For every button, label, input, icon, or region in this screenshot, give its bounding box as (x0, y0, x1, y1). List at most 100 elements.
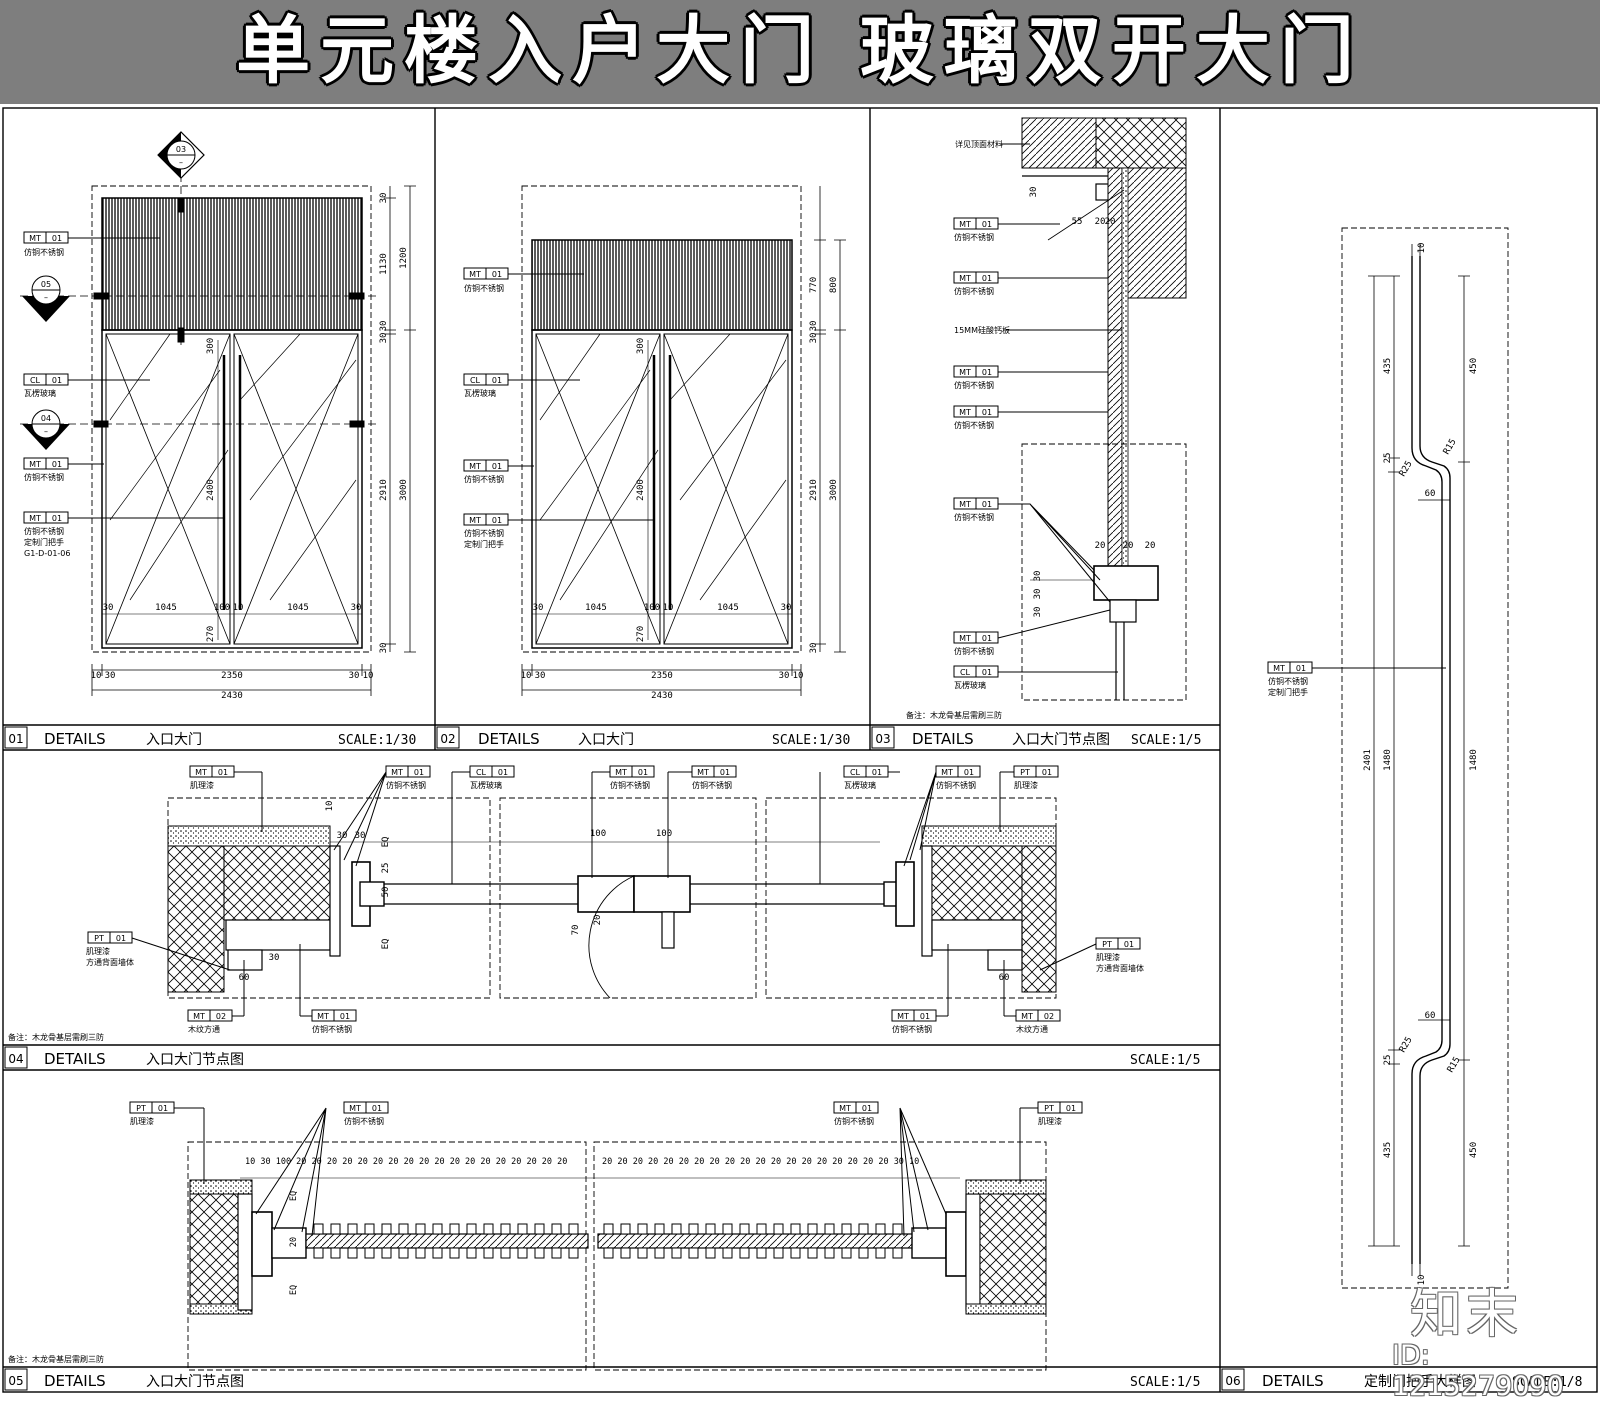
slat (739, 1223, 750, 1235)
svg-text:30: 30 (809, 333, 819, 344)
svg-text:55: 55 (1072, 217, 1083, 227)
dimensions-02: 770 800 30 30 2910 3000 30 2400 300 270 … (521, 277, 839, 701)
plan-section-05 (187, 1141, 1047, 1371)
panel-title-02: 02 DETAILS 入口大门 SCALE:1/30 (436, 726, 850, 749)
watermark-logo: 知末 (1410, 1285, 1523, 1345)
slat (841, 1247, 852, 1259)
svg-text:肌理漆: 肌理漆 (1014, 780, 1038, 790)
svg-text:01: 01 (720, 768, 730, 777)
svg-text:30: 30 (379, 321, 389, 332)
svg-text:MT: MT (195, 768, 207, 777)
door-elevation-02 (521, 185, 846, 696)
svg-text:30: 30 (1033, 589, 1043, 600)
svg-text:30: 30 (337, 831, 348, 841)
svg-text:DETAILS: DETAILS (44, 1372, 106, 1390)
svg-text:备注：木龙骨基层需刷三防: 备注：木龙骨基层需刷三防 (906, 710, 1002, 720)
slat (381, 1247, 392, 1259)
svg-text:R25: R25 (1398, 459, 1415, 478)
svg-text:MT: MT (469, 516, 481, 525)
svg-text:MT: MT (839, 1104, 851, 1113)
slat (892, 1223, 903, 1235)
svg-text:定制门把手: 定制门把手 (24, 537, 64, 547)
slat (637, 1247, 648, 1259)
svg-text:01: 01 (982, 634, 992, 643)
svg-text:01: 01 (982, 368, 992, 377)
panel-title-04: 04 DETAILS 入口大门节点图 SCALE:1/5 (4, 1046, 1200, 1069)
slat (620, 1223, 631, 1235)
svg-text:2400: 2400 (206, 479, 216, 501)
slat (892, 1247, 903, 1259)
svg-text:50: 50 (381, 887, 391, 898)
svg-text:1045: 1045 (287, 603, 309, 613)
svg-text:MT: MT (941, 768, 953, 777)
svg-text:05: 05 (41, 280, 51, 289)
svg-text:01: 01 (52, 234, 62, 243)
slat (688, 1223, 699, 1235)
svg-text:MT: MT (469, 462, 481, 471)
slat (330, 1247, 341, 1259)
svg-text:仿铜不锈钢: 仿铜不锈钢 (386, 780, 426, 790)
slat (773, 1223, 784, 1235)
svg-text:01: 01 (340, 1012, 350, 1021)
svg-text:30: 30 (1033, 571, 1043, 582)
svg-text:入口大门: 入口大门 (146, 732, 202, 748)
svg-text:2430: 2430 (651, 691, 673, 701)
svg-text:CL: CL (960, 668, 971, 677)
svg-text:MT: MT (615, 768, 627, 777)
svg-text:仿铜不锈钢: 仿铜不锈钢 (936, 780, 976, 790)
svg-text:01: 01 (372, 1104, 382, 1113)
svg-text:30: 30 (379, 333, 389, 344)
panel-title-06: 06 DETAILS 定制门把手大样图 SCALE:1/8 (1221, 1368, 1582, 1391)
svg-text:SCALE:1/5: SCALE:1/5 (1130, 1375, 1200, 1390)
svg-text:MT: MT (959, 634, 971, 643)
slat (756, 1247, 767, 1259)
svg-text:SCALE:1/5: SCALE:1/5 (1131, 733, 1201, 748)
svg-text:R15: R15 (1446, 1055, 1463, 1074)
svg-text:MT: MT (897, 1012, 909, 1021)
svg-text:10: 10 (233, 603, 244, 613)
svg-text:435: 435 (1383, 358, 1393, 374)
svg-text:2910: 2910 (809, 479, 819, 501)
slat (313, 1247, 324, 1259)
slat (790, 1223, 801, 1235)
svg-text:肌理漆: 肌理漆 (1038, 1116, 1062, 1126)
svg-text:仿铜不锈钢: 仿铜不锈钢 (24, 472, 64, 482)
svg-text:01: 01 (52, 376, 62, 385)
svg-text:MT: MT (317, 1012, 329, 1021)
svg-text:100: 100 (656, 829, 672, 839)
svg-text:01: 01 (492, 516, 502, 525)
slat (330, 1223, 341, 1235)
slat (722, 1223, 733, 1235)
svg-text:备注：木龙骨基层需刷三防: 备注：木龙骨基层需刷三防 (8, 1032, 104, 1042)
svg-text:25: 25 (1383, 453, 1393, 464)
svg-text:方通背面墙体: 方通背面墙体 (1096, 963, 1144, 973)
slat (398, 1223, 409, 1235)
slat (347, 1247, 358, 1259)
svg-text:300: 300 (636, 338, 646, 354)
svg-text:SCALE:1/5: SCALE:1/5 (1130, 1053, 1200, 1068)
svg-text:–: – (179, 158, 183, 167)
svg-text:10: 10 (663, 603, 674, 613)
svg-text:04: 04 (41, 414, 51, 423)
svg-text:1045: 1045 (155, 603, 177, 613)
svg-text:DETAILS: DETAILS (912, 730, 974, 748)
slat (449, 1223, 460, 1235)
svg-text:瓦楞玻璃: 瓦楞玻璃 (464, 388, 496, 398)
svg-text:01: 01 (872, 768, 882, 777)
dimensions-03: 30 55 20 20 20 20 20 30 30 30 (1029, 187, 1155, 618)
svg-text:60: 60 (999, 973, 1010, 983)
svg-text:25: 25 (1383, 1055, 1393, 1066)
svg-text:仿铜不锈钢: 仿铜不锈钢 (954, 380, 994, 390)
svg-text:MT: MT (959, 408, 971, 417)
svg-text:仿铜不锈钢: 仿铜不锈钢 (1268, 676, 1308, 686)
svg-text:仿铜不锈钢: 仿铜不锈钢 (610, 780, 650, 790)
svg-text:PT: PT (94, 934, 104, 943)
svg-text:02: 02 (440, 732, 455, 746)
svg-text:10: 10 (521, 671, 532, 681)
svg-text:定制门把手: 定制门把手 (464, 539, 504, 549)
svg-text:仿铜不锈钢: 仿铜不锈钢 (954, 512, 994, 522)
svg-text:20: 20 (1105, 217, 1116, 227)
svg-text:EQ: EQ (381, 939, 391, 950)
svg-text:100: 100 (214, 603, 230, 613)
